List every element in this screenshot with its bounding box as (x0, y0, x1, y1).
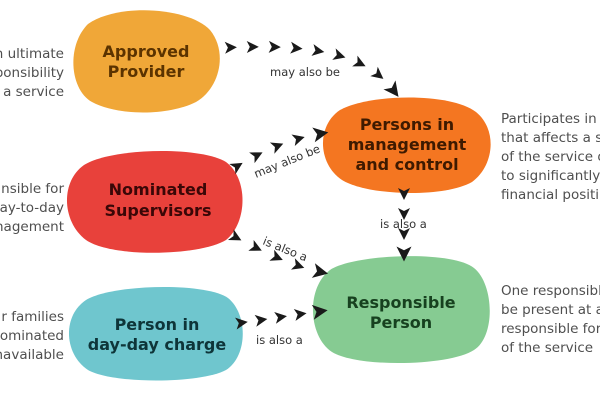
edge-ap-pmc-chevron (352, 55, 366, 67)
side-text-line: ay-to-day (0, 200, 64, 216)
approved-provider-label-line2: Provider (108, 62, 185, 81)
edge-pmc-rp-chevron (398, 228, 410, 240)
nominated-supervisors-label-line1: Nominated (109, 180, 208, 199)
edge-ns-rp-chevron (227, 229, 242, 241)
approved-provider-label-line1: Approved (103, 42, 190, 61)
edge-pdc-rp-arrowhead (311, 304, 328, 320)
side-text-nominated-supervisors: nsible for ay-to-day nagement (0, 180, 64, 237)
edge-ns-rp-arrowhead (311, 263, 329, 278)
edge-ap-pmc-chevron (290, 41, 303, 54)
edge-ns-pmc-chevron (229, 162, 243, 175)
side-text-line: financial positi (501, 187, 600, 203)
edge-label-ap-pmc: may also be (270, 65, 340, 79)
edge-ns-pmc-arrowhead (312, 127, 329, 143)
side-text-line: ponsibility (0, 65, 64, 81)
side-text-line: r families (1, 309, 64, 325)
approved-provider-blob (73, 10, 220, 113)
nominated-supervisors-label-line2: Supervisors (105, 201, 212, 220)
side-text-line: responsible for (501, 321, 600, 337)
person-day-charge-label-line1: Person in (115, 315, 200, 334)
edge-pmc-rp-arrowhead (396, 246, 412, 262)
side-text-line: be present at a (501, 302, 600, 318)
side-text-line: of the service o (501, 149, 600, 165)
edge-ap-pmc-chevron (268, 40, 281, 53)
edge-ap-pmc-arrowhead (383, 80, 399, 97)
edge-ns-pmc-chevron (269, 142, 284, 154)
responsible-person-blob (312, 256, 490, 364)
edge-ns-rp-chevron (248, 239, 262, 251)
edge-label-pmc-rp: is also a (380, 217, 427, 231)
side-text-approved-provider: n ultimate ponsibility a service (0, 45, 64, 102)
side-text-line: Participates in (501, 111, 597, 127)
persons-management-label-line3: and control (355, 155, 458, 174)
edge-pdc-rp-chevron (235, 317, 248, 330)
side-text-person-day-charge: r families ominated navailable (0, 308, 64, 365)
side-text-line: to significantly (501, 168, 600, 184)
persons-management-label-line1: Persons in (360, 115, 454, 134)
side-text-line: One responsibl (501, 283, 600, 299)
edge-ap-pmc-chevron (224, 41, 237, 54)
side-text-line: nsible for (1, 181, 64, 197)
responsible-person-label-line1: Responsible (346, 293, 455, 312)
side-text-persons-management: Participates in that affects a s of the … (501, 110, 600, 205)
edge-ns-rp-chevron (269, 249, 283, 261)
edge-ap-pmc-chevron (332, 48, 346, 60)
edge-pdc-rp-chevron (293, 309, 307, 321)
persons-management-blob (322, 97, 491, 194)
edge-ns-rp-chevron (290, 258, 305, 270)
side-text-line: ominated (0, 328, 64, 344)
side-text-responsible-person: One responsibl be present at a responsib… (501, 282, 600, 358)
edge-pmc-rp-chevron (398, 208, 410, 220)
person-day-charge-label-line2: day-day charge (88, 335, 227, 354)
side-text-line: that affects a s (501, 130, 600, 146)
edge-ap-pmc-chevron (311, 44, 325, 56)
edge-label-pdc-rp: is also a (256, 333, 303, 347)
person-day-charge-blob (68, 286, 243, 381)
edge-pdc-rp-chevron (254, 314, 268, 327)
side-text-line: a service (3, 84, 64, 100)
responsible-person-label-line2: Person (370, 313, 432, 332)
persons-management-label-line2: management (348, 135, 467, 154)
edge-ap-pmc-chevron (246, 40, 259, 53)
edge-label-ns-pmc: may also be (252, 142, 322, 181)
edge-pdc-rp-chevron (274, 311, 287, 324)
edge-ns-pmc-chevron (249, 152, 263, 164)
side-text-line: nagement (0, 219, 64, 235)
edge-ap-pmc-chevron (370, 66, 384, 79)
side-text-line: n ultimate (0, 46, 64, 62)
edge-ns-pmc-chevron (291, 134, 305, 147)
side-text-line: navailable (0, 347, 64, 363)
edge-pmc-rp-chevron (398, 188, 410, 200)
side-text-line: of the service (501, 340, 594, 356)
edge-label-ns-rp: is also a (261, 234, 310, 265)
nominated-supervisors-blob (66, 151, 243, 253)
